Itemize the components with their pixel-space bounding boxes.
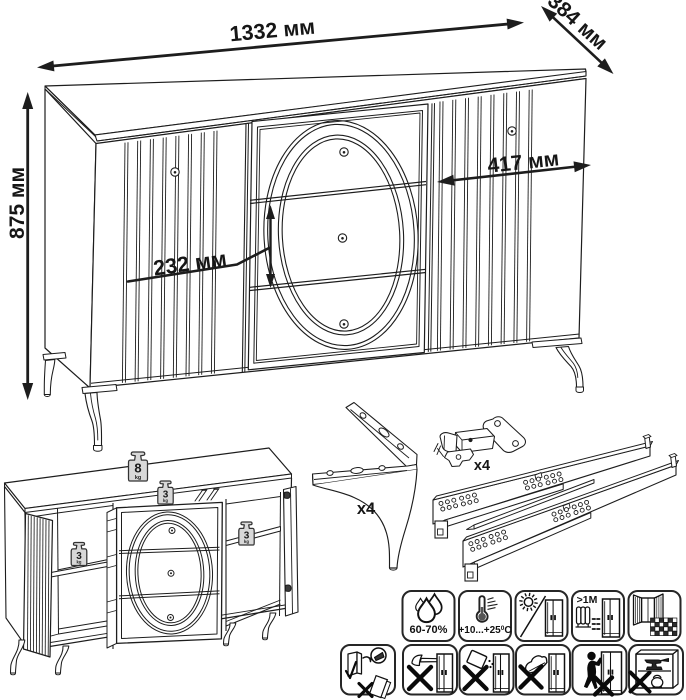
svg-text:3: 3 — [244, 530, 250, 541]
svg-text:3: 3 — [76, 551, 82, 562]
svg-text:875 мм: 875 мм — [6, 167, 29, 239]
svg-text:60-70%: 60-70% — [410, 624, 448, 636]
svg-text:kg: kg — [244, 539, 249, 544]
svg-text:3: 3 — [163, 489, 169, 500]
svg-text:kg: kg — [135, 475, 141, 481]
svg-text:x4: x4 — [474, 458, 490, 474]
svg-text:kg: kg — [77, 560, 82, 565]
svg-text:+10...+250C: +10...+250C — [458, 625, 511, 636]
svg-text:x4: x4 — [357, 500, 376, 518]
svg-text:>1M: >1M — [577, 594, 598, 606]
svg-text:8: 8 — [134, 461, 141, 476]
svg-text:kg: kg — [163, 498, 168, 503]
